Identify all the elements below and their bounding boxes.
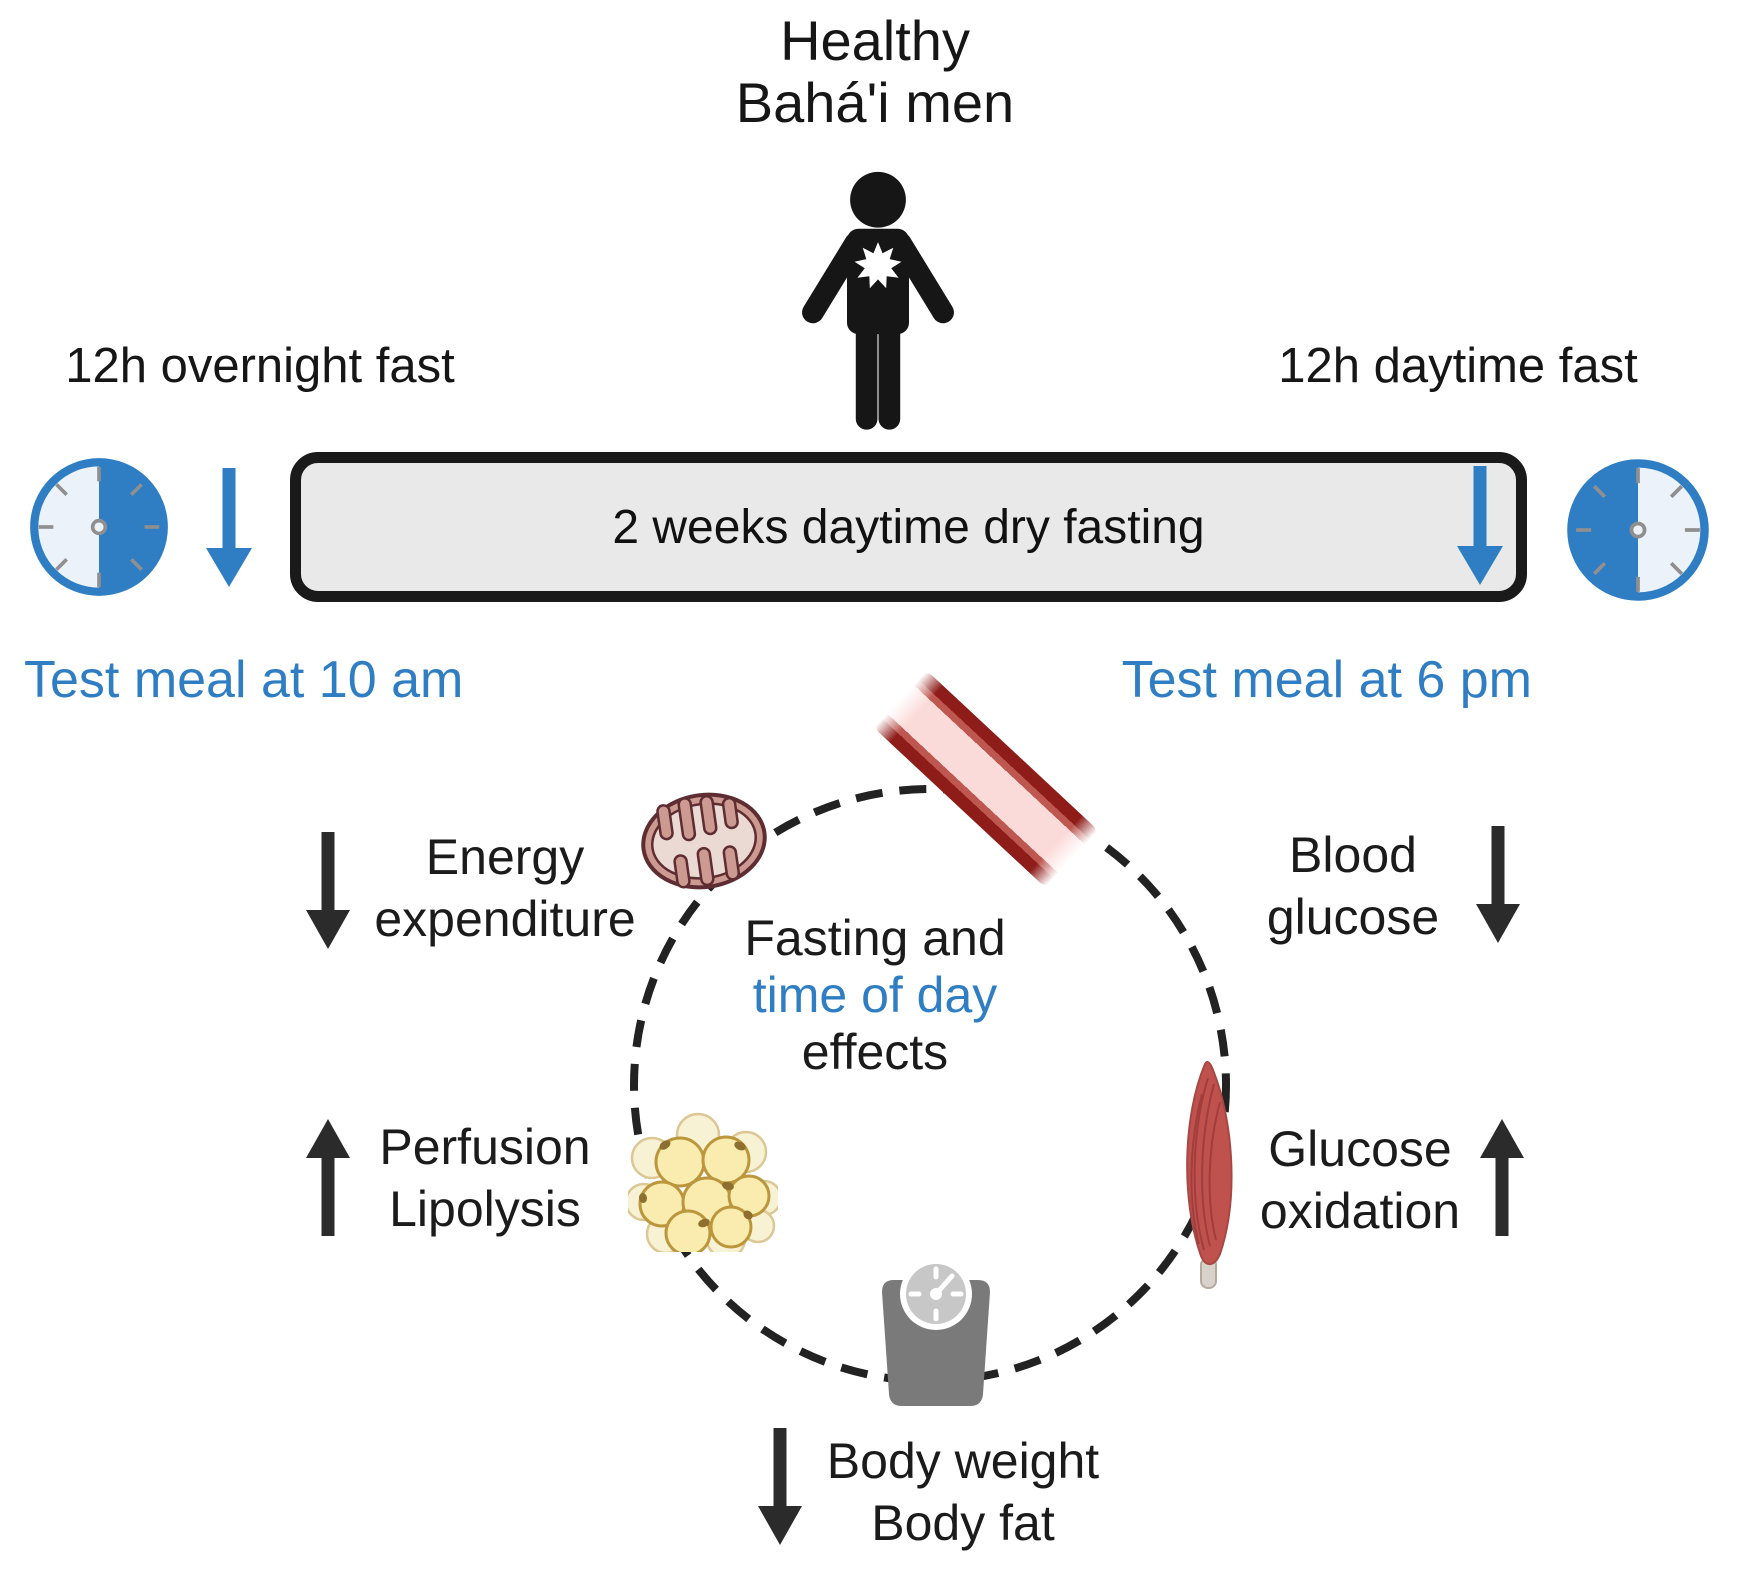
blood-line-1: Blood [1289, 827, 1417, 883]
body-line-2: Body fat [871, 1495, 1055, 1551]
title-line-1: Healthy [780, 9, 970, 72]
right-meal-label: Test meal at 6 pm [1121, 651, 1532, 709]
left-fast-label: 12h overnight fast [65, 339, 455, 393]
fat-cells-icon [628, 1112, 778, 1252]
fasting-bar-label: 2 weeks daytime dry fasting [612, 500, 1205, 554]
glucose-ox-line-2: oxidation [1259, 1183, 1461, 1239]
energy-line-2: expenditure [374, 891, 636, 947]
glucose-oxidation-arrow-up-icon [1480, 1119, 1524, 1236]
muscle-icon [1186, 1061, 1233, 1289]
clock-overnight-icon [30, 458, 168, 596]
body-weight-fat-label: Body weight Body fat [790, 1430, 1136, 1554]
right-fast-label: 12h daytime fast [1278, 339, 1638, 393]
nine-pointed-star-icon [854, 242, 902, 289]
person-icon [802, 171, 954, 430]
energy-line-1: Energy [425, 829, 585, 885]
cycle-center-line-3: effects [801, 1024, 949, 1080]
blood-glucose-arrow-down-icon [1476, 826, 1520, 943]
perfusion-line-2: Lipolysis [389, 1181, 581, 1237]
right-meal-arrow-down-icon [1457, 466, 1503, 585]
perfusion-arrow-up-icon [306, 1119, 350, 1236]
perfusion-line-1: Perfusion [379, 1119, 591, 1175]
glucose-oxidation-label: Glucose oxidation [1205, 1118, 1515, 1242]
perfusion-lipolysis-label: Perfusion Lipolysis [330, 1116, 640, 1240]
clock-daytime-icon [1567, 459, 1709, 601]
fasting-period-bar: 2 weeks daytime dry fasting [290, 452, 1527, 602]
energy-expenditure-arrow-down-icon [306, 832, 350, 949]
cycle-center-line-2: time of day [752, 967, 998, 1023]
cycle-center-text: Fasting and time of day effects [645, 910, 1105, 1081]
left-meal-label: Test meal at 10 am [24, 651, 464, 709]
page-title: Healthy Bahá'i men [575, 10, 1175, 134]
energy-expenditure-label: Energy expenditure [345, 826, 665, 950]
cycle-center-line-1: Fasting and [744, 910, 1006, 966]
blood-glucose-label: Blood glucose [1198, 824, 1508, 948]
glucose-ox-line-1: Glucose [1268, 1121, 1452, 1177]
left-meal-arrow-down-icon [206, 468, 252, 587]
mitochondria-icon [641, 792, 767, 890]
scale-icon [882, 1258, 990, 1406]
blood-line-2: glucose [1266, 889, 1440, 945]
body-line-1: Body weight [826, 1433, 1100, 1489]
title-line-2: Bahá'i men [735, 71, 1015, 134]
body-weight-arrow-down-icon [758, 1428, 802, 1545]
